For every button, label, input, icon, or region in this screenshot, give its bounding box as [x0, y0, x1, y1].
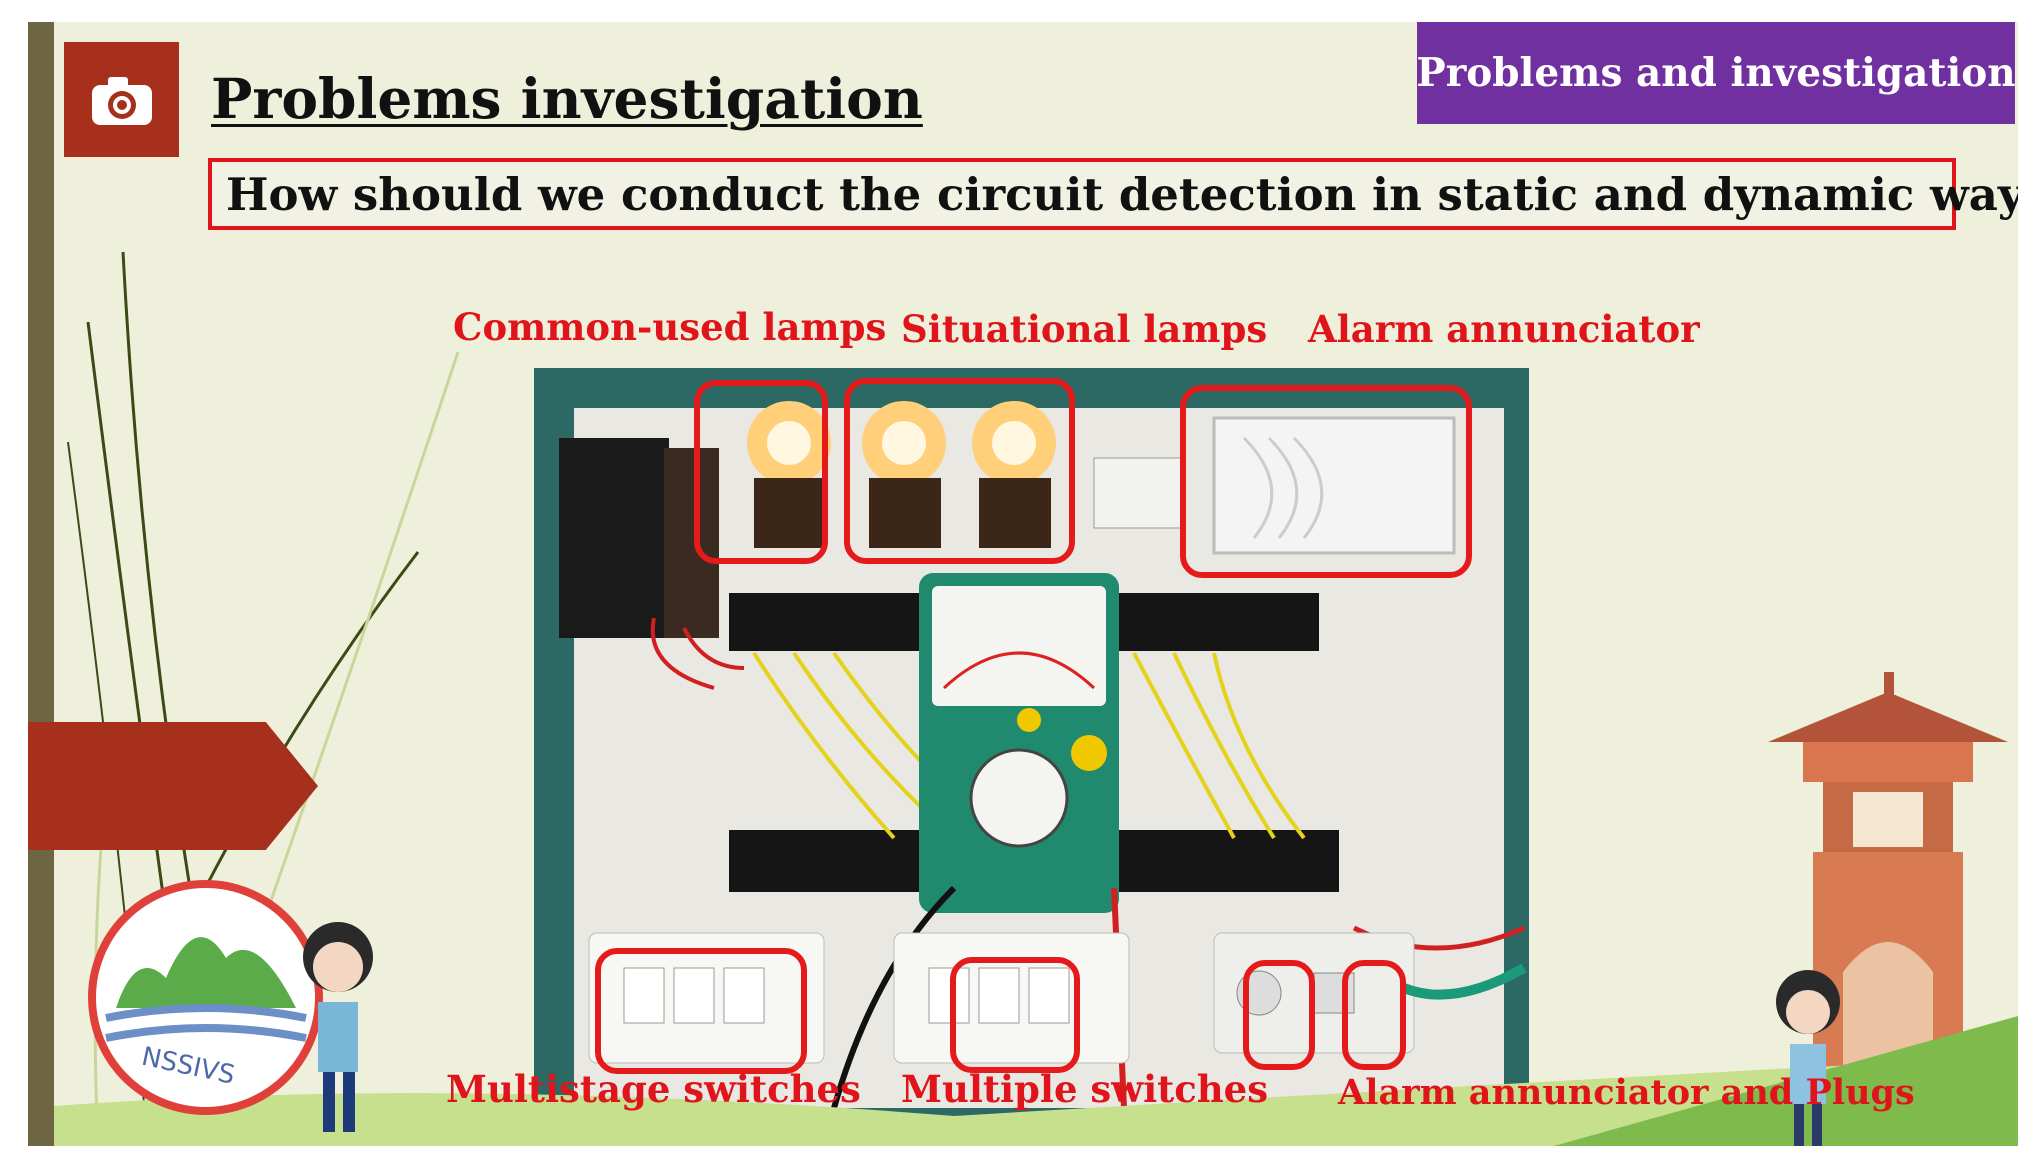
question-box: How should we conduct the circuit detect… — [208, 158, 2018, 230]
ground-decoration — [54, 1016, 2018, 1146]
box-situational-lamps — [844, 378, 1075, 564]
label-alarm-annunciator-plugs: Alarm annunciator and Plugs — [1338, 1072, 1915, 1113]
page-title: Problems investigation — [211, 66, 923, 131]
circuit-board-illustration — [534, 368, 1529, 1130]
label-alarm-annunciator: Alarm annunciator — [1308, 307, 1700, 351]
box-alarm-annunciator — [1180, 385, 1472, 578]
logo-mountains: NSSIVS — [105, 937, 307, 1091]
character-illustration-right — [1776, 970, 1840, 1146]
label-common-lamps: Common-used lamps — [453, 305, 887, 349]
svg-text:NSSIVS: NSSIVS — [139, 1042, 238, 1091]
box-alarm-plug-1 — [1243, 960, 1315, 1070]
label-multiple-switches: Multiple switches — [901, 1067, 1269, 1111]
camera-badge — [64, 42, 179, 157]
question-text: How should we conduct the circuit detect… — [226, 167, 2018, 221]
left-accent-bar — [28, 22, 54, 1146]
label-situational-lamps: Situational lamps — [901, 307, 1268, 351]
box-multiple-switches — [950, 957, 1080, 1073]
character-illustration-left — [303, 922, 373, 1132]
school-logo: NSSIVS — [88, 880, 323, 1115]
section-tag: Problems and investigation — [1416, 22, 2016, 124]
label-multistage-switches: Multistage switches — [446, 1067, 861, 1111]
camera-icon — [91, 76, 152, 125]
decorative-arrow — [28, 722, 318, 850]
box-multistage-switches — [595, 948, 807, 1074]
box-common-lamps — [694, 380, 828, 564]
slide: Problems investigation Problems and inve… — [28, 22, 2018, 1146]
box-alarm-plug-2 — [1342, 960, 1406, 1070]
